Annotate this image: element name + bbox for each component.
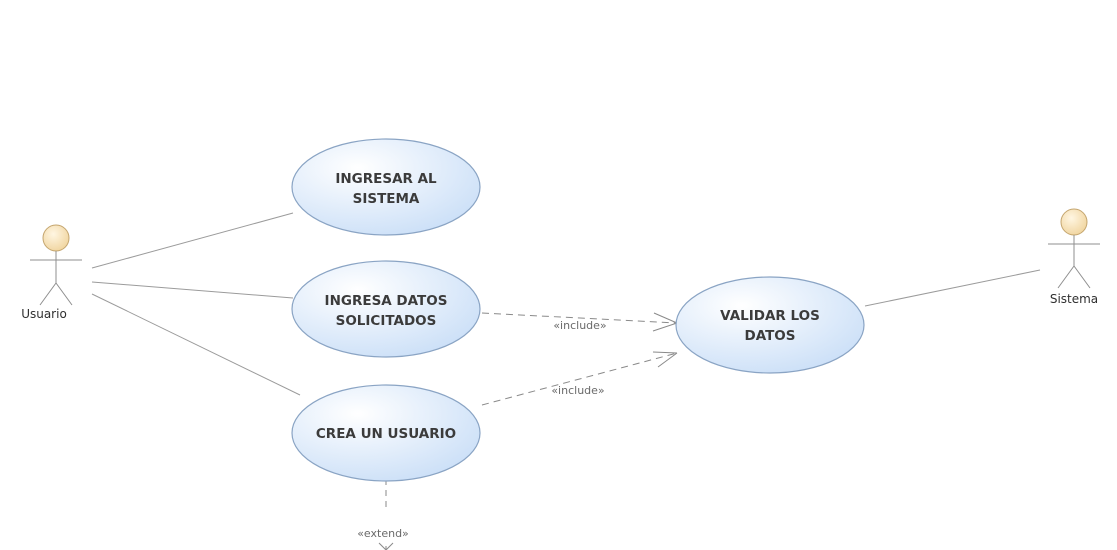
usecase-label-line: SISTEMA	[353, 191, 420, 207]
usecase-ingresa-datos-solicitados[interactable]: INGRESA DATOS SOLICITADOS	[291, 260, 481, 358]
assoc-usuario-ingresa-datos	[91, 281, 294, 299]
assoc-usuario-crea-usuario	[91, 293, 301, 396]
usecase-label-line: INGRESAR AL	[335, 171, 437, 187]
include-arrow-1	[481, 312, 678, 332]
usecase-label-line: DATOS	[744, 328, 795, 344]
assoc-sistema-validar	[864, 269, 1041, 307]
usecase-label-line: INGRESA DATOS	[325, 293, 448, 309]
assoc-usuario-ingresar	[91, 212, 294, 269]
usecase-validar-los-datos[interactable]: VALIDAR LOS DATOS	[675, 276, 865, 374]
actor-usuario[interactable]: Usuario	[21, 224, 82, 321]
usecase-label-line: VALIDAR LOS	[720, 308, 820, 324]
usecase-label-line: SOLICITADOS	[336, 313, 437, 329]
include-arrow-2	[481, 351, 678, 406]
include-label-2: «include»	[551, 384, 604, 397]
actor-label: Sistema	[1050, 292, 1098, 306]
actor-figure-icon	[1048, 208, 1100, 289]
usecase-label-line: CREA UN USUARIO	[316, 426, 456, 442]
extend-label: «extend»	[357, 527, 409, 540]
actor-sistema[interactable]: Sistema	[1048, 208, 1100, 306]
include-label-1: «include»	[553, 319, 606, 332]
actor-figure-icon	[30, 224, 82, 306]
usecase-ingresar-al-sistema[interactable]: INGRESAR AL SISTEMA	[291, 138, 481, 236]
extend-arrow	[378, 479, 394, 550]
actor-label: Usuario	[21, 307, 67, 321]
usecase-crea-un-usuario[interactable]: CREA UN USUARIO	[291, 384, 481, 482]
